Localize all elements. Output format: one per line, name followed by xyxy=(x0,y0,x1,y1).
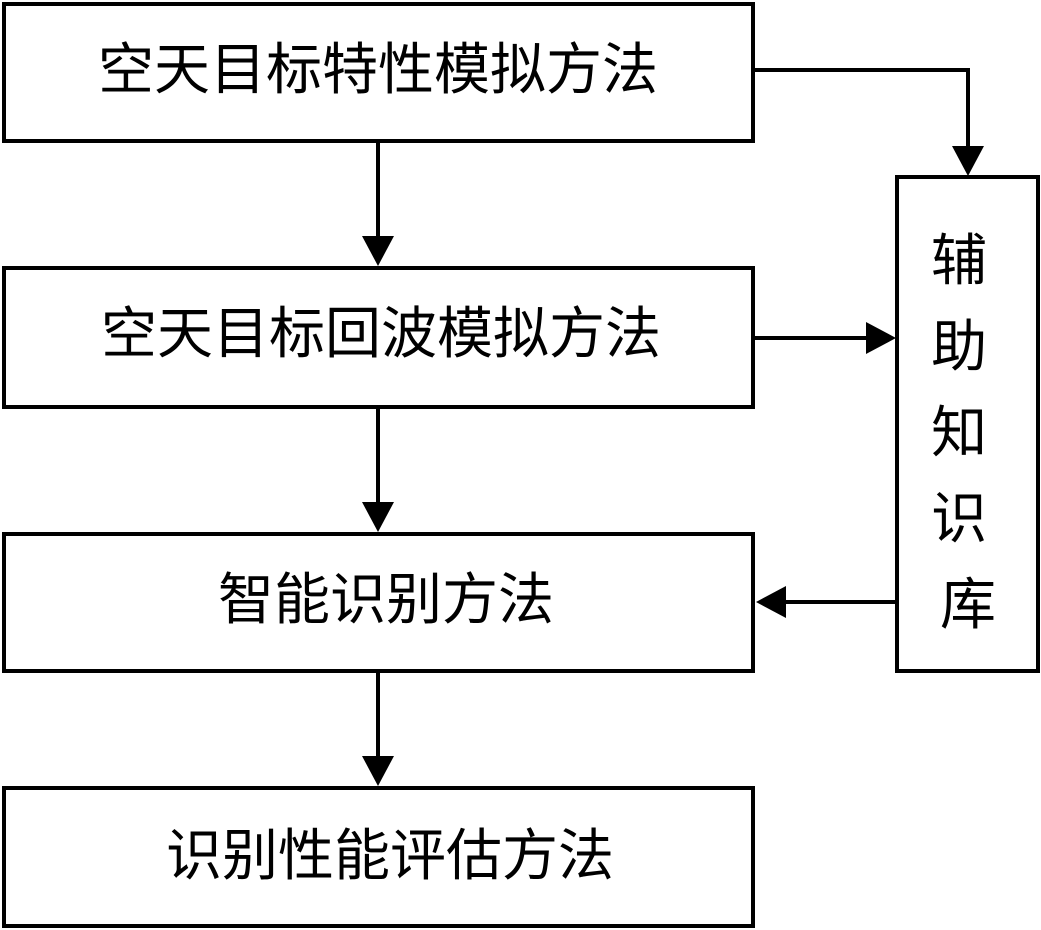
kb-char: 助 xyxy=(931,315,987,380)
kb-char: 识 xyxy=(931,487,987,552)
kb-char: 辅 xyxy=(931,229,987,294)
kb-char: 知 xyxy=(931,401,987,466)
label-performance-eval: 识别性能评估方法 xyxy=(166,824,614,889)
box-knowledge-base xyxy=(895,175,1040,673)
label-knowledge-base: 辅 助 知 识 库 xyxy=(931,229,1005,638)
kb-char: 库 xyxy=(940,573,996,638)
box-echo-sim xyxy=(2,266,755,409)
label-intelligent-recognition: 智能识别方法 xyxy=(218,568,554,633)
edge-kb-to-recognition xyxy=(756,586,897,618)
box-characteristic-sim xyxy=(2,2,755,143)
box-performance-eval xyxy=(2,786,755,928)
label-characteristic-sim: 空天目标特性模拟方法 xyxy=(98,38,658,103)
label-echo-sim: 空天目标回波模拟方法 xyxy=(101,302,661,367)
edge-echo-to-kb xyxy=(753,322,896,354)
edge-echo-to-recognition xyxy=(362,407,394,532)
edge-characteristic-to-echo xyxy=(362,141,394,266)
edge-recognition-to-eval xyxy=(362,671,394,786)
edge-characteristic-to-kb xyxy=(753,68,984,176)
box-intelligent-recognition xyxy=(2,532,755,673)
